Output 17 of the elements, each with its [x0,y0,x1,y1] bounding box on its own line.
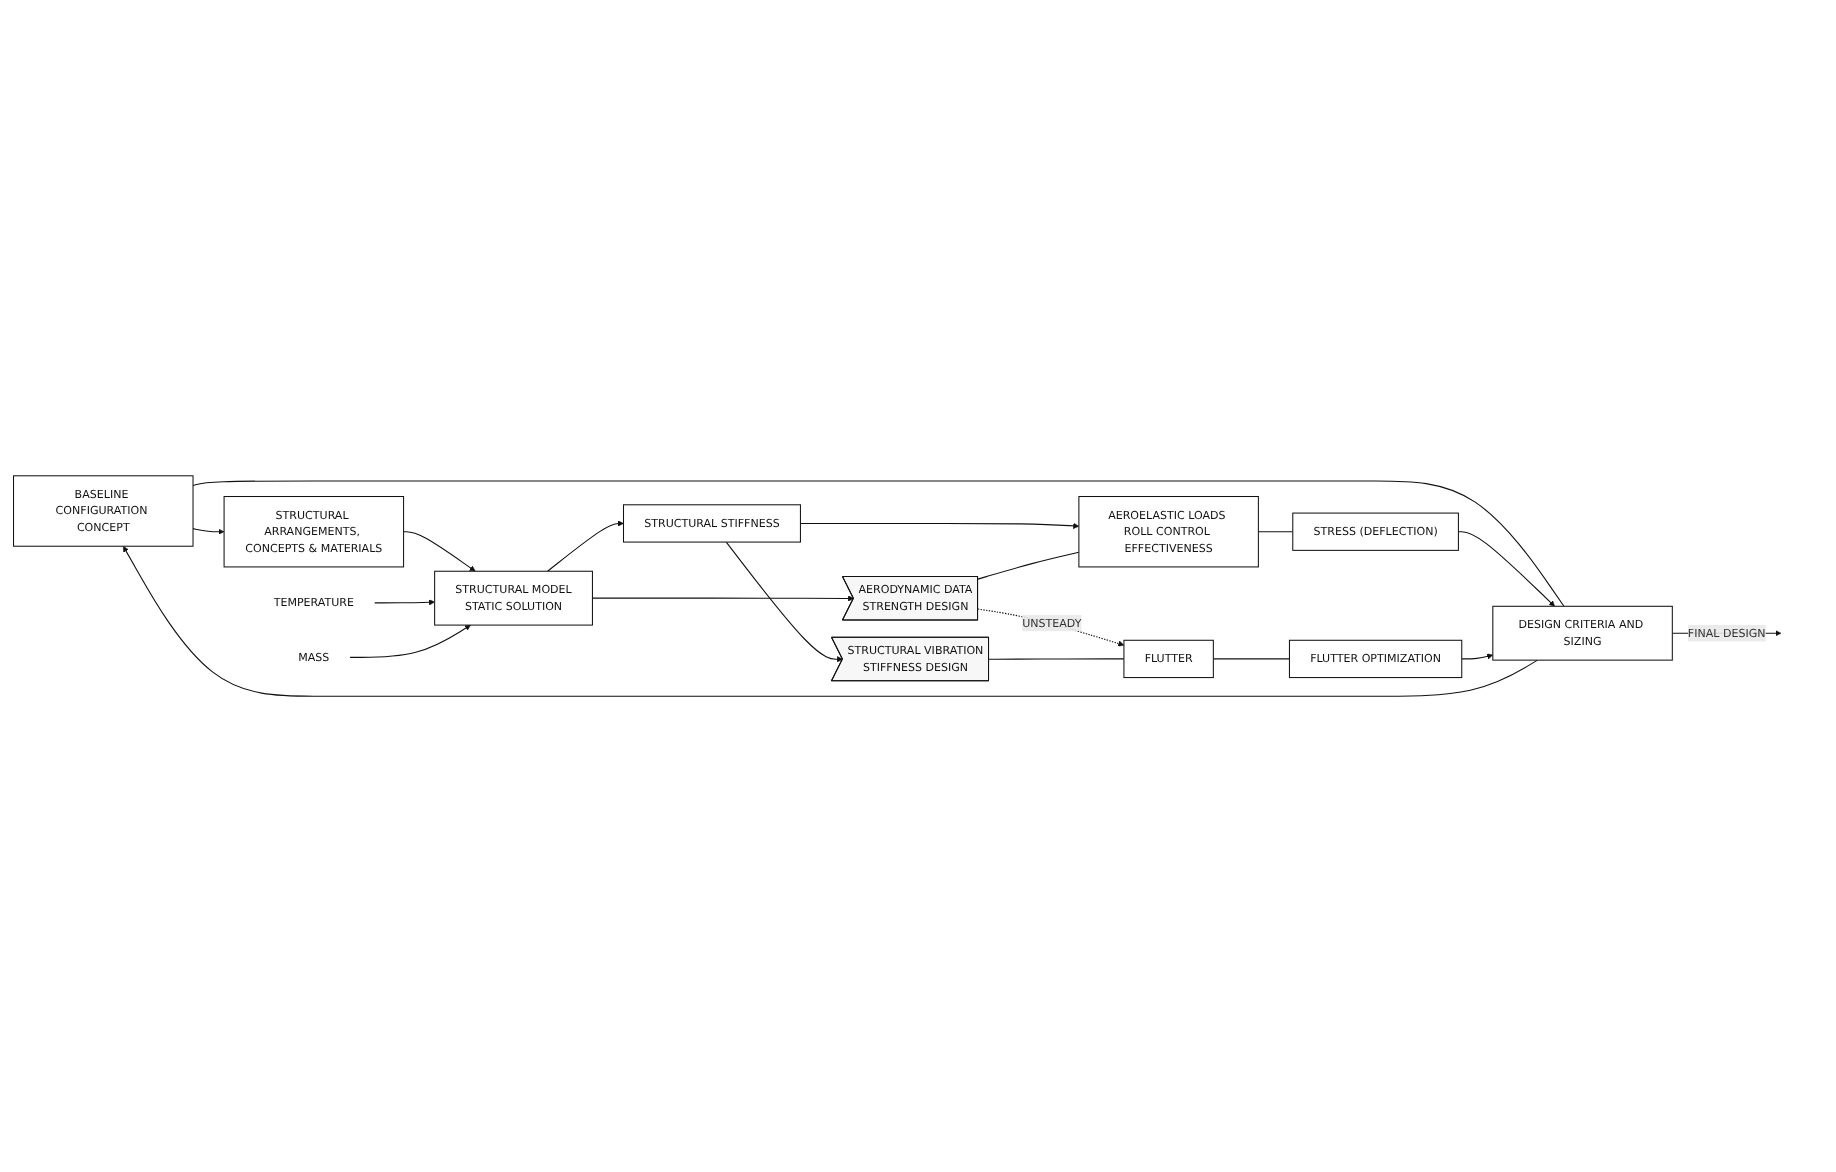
arrow [403,531,476,572]
arrow [1457,531,1555,607]
arrow [977,608,1125,647]
connector [988,658,1125,660]
arrow [725,541,843,663]
connector [1212,658,1290,660]
arrow [591,595,854,602]
arrow [799,522,1080,529]
arrow [192,528,225,535]
arrow [1461,653,1494,660]
connector [192,480,1565,607]
arrow [123,545,1539,697]
connector [1257,531,1294,533]
arrow [374,599,435,606]
arrow [547,520,624,572]
connector [977,551,1080,580]
arrow [349,624,471,658]
